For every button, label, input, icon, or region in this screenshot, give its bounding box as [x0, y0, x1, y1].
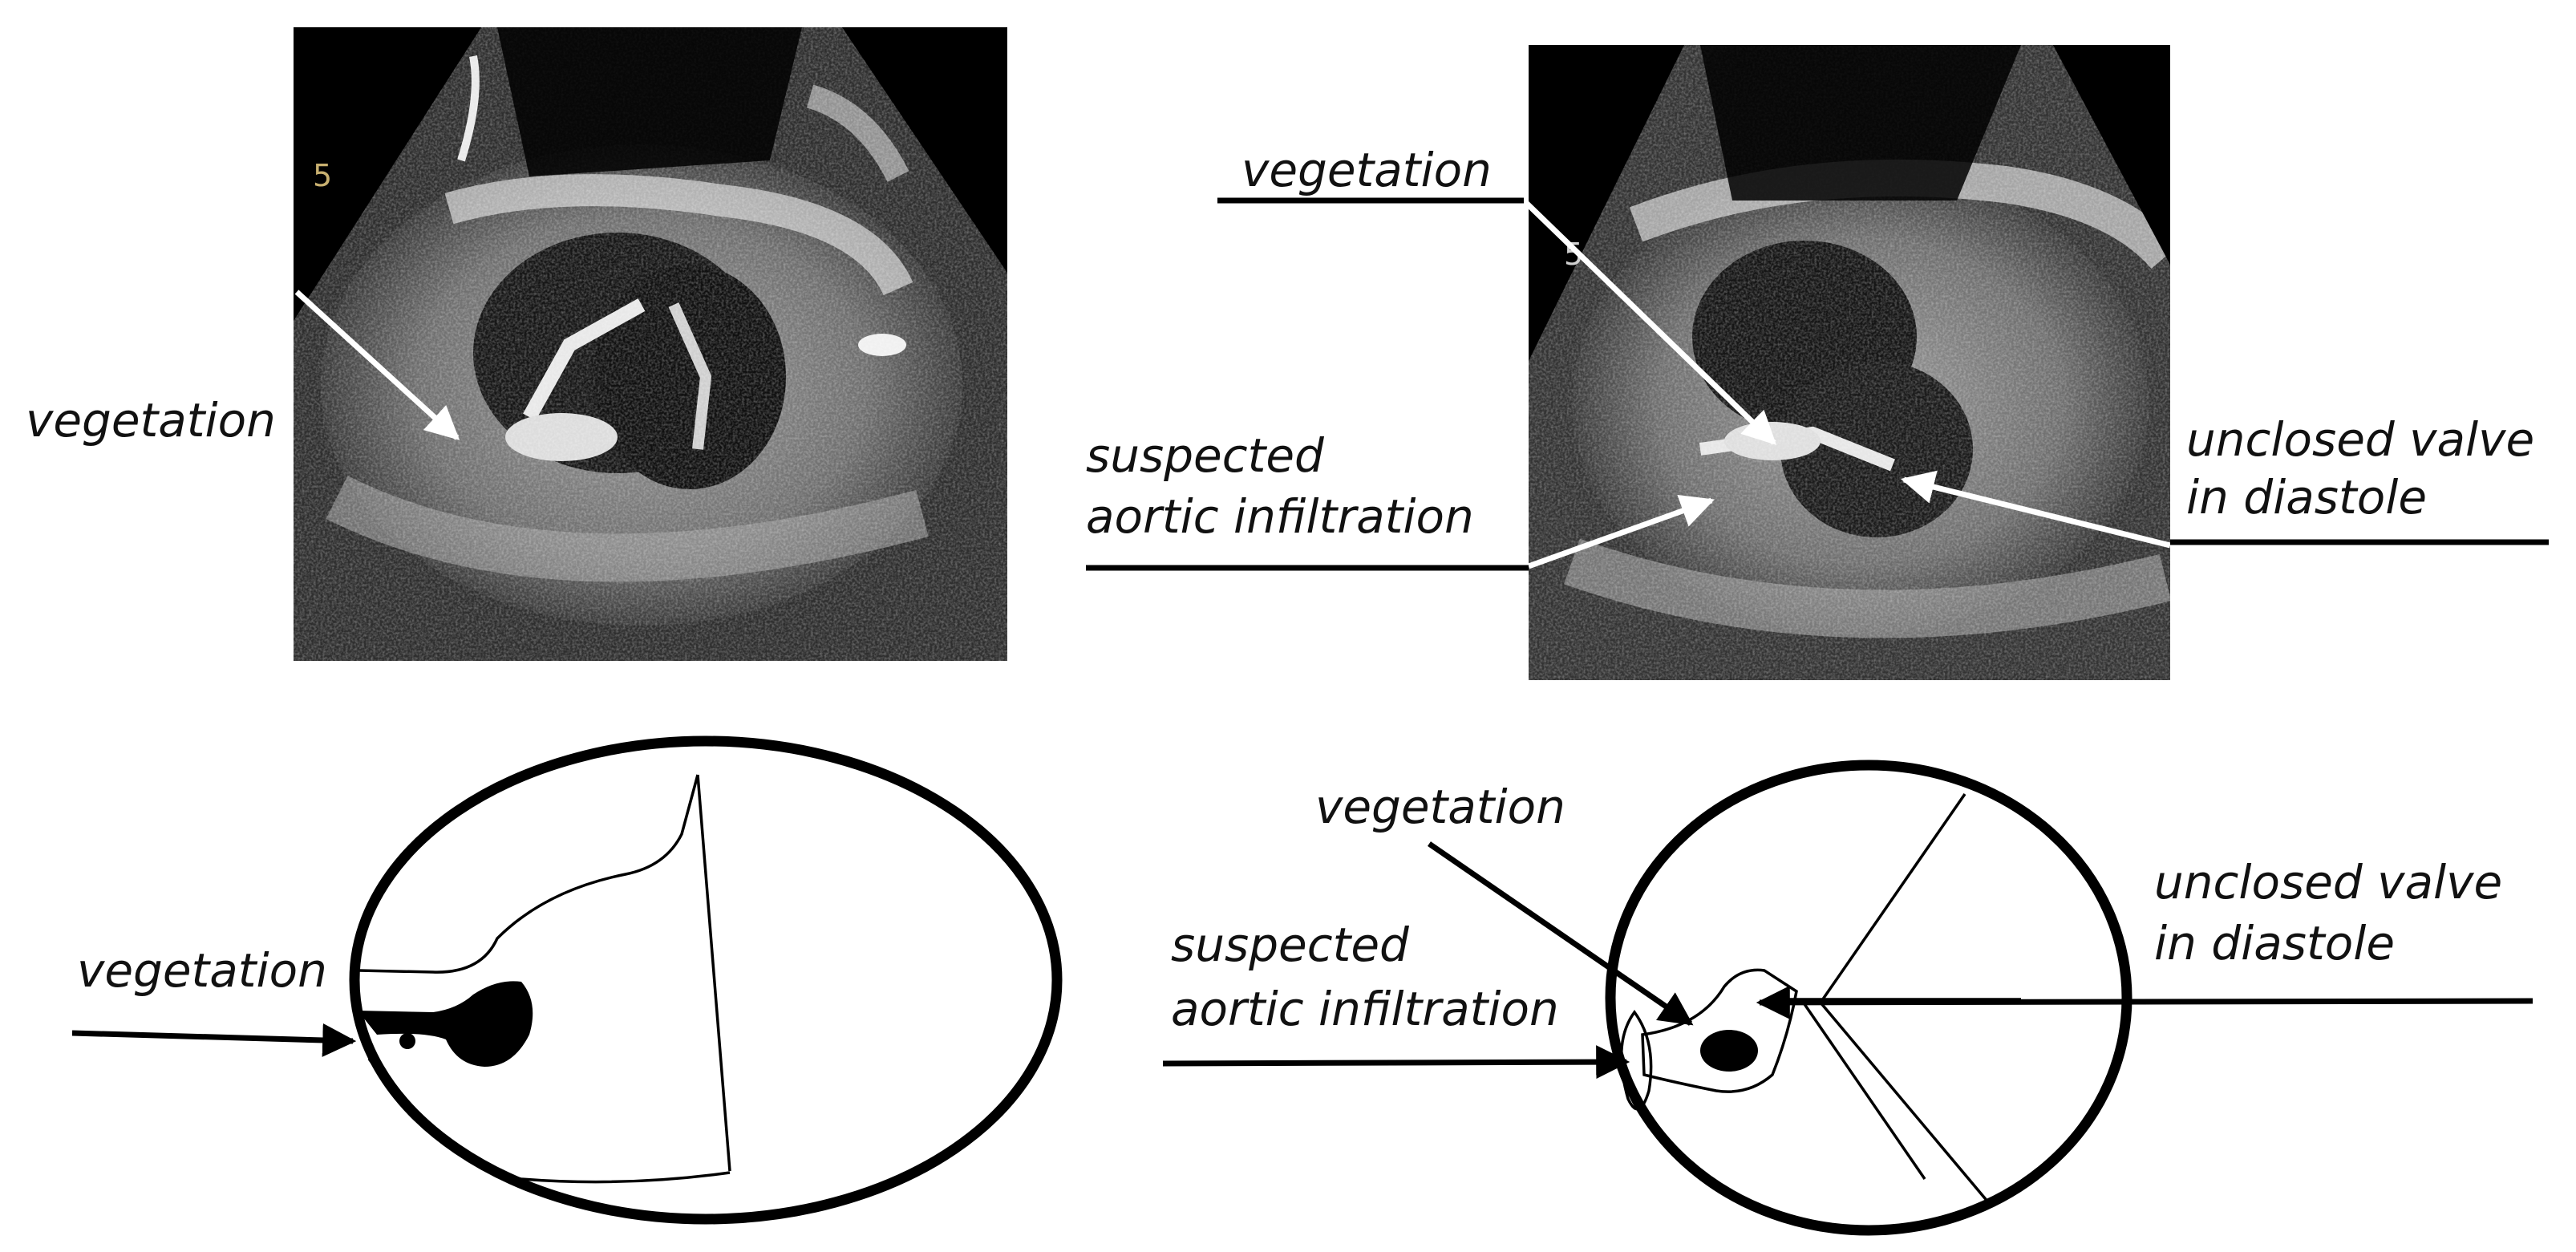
panel-b-suspected-label-2: aortic infiltration — [1086, 489, 1474, 544]
panel-c-vegetation-label: vegetation — [77, 943, 327, 998]
echo-b-valve-arrow — [1900, 470, 2171, 549]
panel-c-vegetation-arrow — [71, 1023, 357, 1057]
panel-d-unclosed-label-2: in diastole — [2154, 916, 2395, 970]
panel-d-vegetation-arrow — [1428, 841, 1694, 1026]
schematic-c-aortic-ring — [349, 735, 1063, 1225]
schematic-d-aortic-ring — [1605, 760, 2132, 1236]
schematic-d-vegetation-mass — [1700, 1030, 1758, 1072]
panel-d-unclosed-label-1: unclosed valve — [2154, 855, 2502, 910]
schematic-c-leaflet-line-1 — [358, 774, 699, 974]
panel-b-vegetation-label: vegetation — [1241, 143, 1492, 197]
panel-a-vegetation-label: vegetation — [26, 393, 276, 448]
panel-b-unclosed-label-2: in diastole — [2186, 470, 2427, 525]
schematic-c-vegetation-mass — [358, 981, 533, 1067]
echo-panel-b: 5 — [1521, 45, 2171, 680]
schematic-d-commissure-3 — [1803, 1003, 1926, 1180]
panel-d-valve-arrow — [1756, 985, 2533, 1019]
panel-d-vegetation-label: vegetation — [1315, 780, 1565, 834]
schematic-panel-d — [1605, 760, 2132, 1236]
schematic-d-leaflet-pocket — [1641, 968, 1798, 1093]
panel-d-suspected-label-2: aortic infiltration — [1171, 982, 1559, 1036]
panel-d-suspected-label-1: suspected — [1171, 918, 1410, 972]
panel-b-suspected-label-1: suspected — [1086, 428, 1325, 483]
schematic-panel-c — [349, 735, 1063, 1225]
schematic-c-leaflet-line-2 — [696, 774, 731, 1172]
echo-a-image — [294, 27, 1007, 661]
echo-a-vegetation-arrow — [294, 290, 460, 440]
panel-b-unclosed-label-1: unclosed valve — [2186, 412, 2534, 467]
schematic-c-vegetation-fragment — [399, 1033, 415, 1049]
echo-panel-a: 5 — [294, 27, 1007, 661]
echo-b-image — [1529, 45, 2170, 680]
echo-a-depth-marker: 5 — [313, 158, 332, 193]
panel-d-infiltration-arrow — [1162, 1045, 1630, 1080]
schematic-c-leaflet-line-3 — [367, 1057, 731, 1184]
echo-b-vegetation-arrow — [1521, 198, 1777, 445]
schematic-d-commissure-1 — [1819, 793, 1966, 1003]
echo-b-infiltration-arrow — [1527, 495, 1715, 569]
schematic-d-commissure-2 — [1819, 1001, 1991, 1205]
